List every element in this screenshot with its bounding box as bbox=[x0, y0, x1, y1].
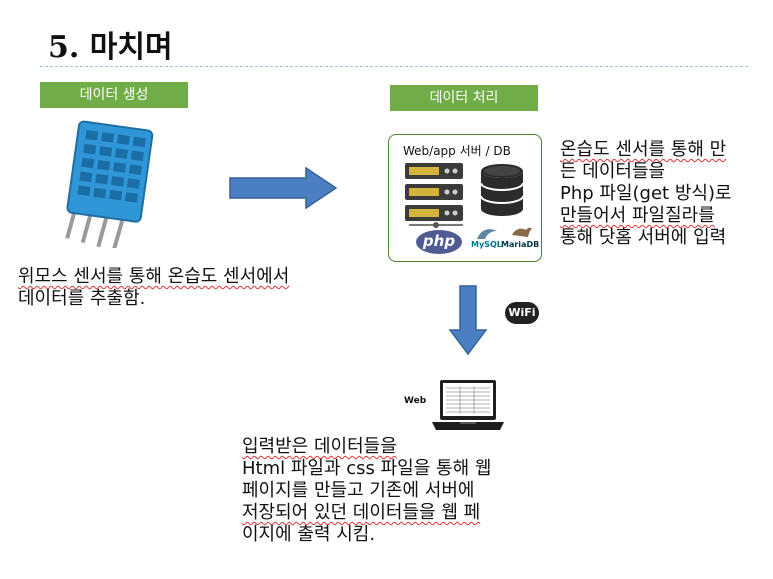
bottom-line-1: 입력받은 데이터들을 bbox=[242, 436, 397, 457]
network-line-icon bbox=[409, 222, 463, 228]
php-logo-icon bbox=[416, 230, 462, 254]
laptop-icon bbox=[432, 380, 504, 430]
humidity-sensor-icon bbox=[65, 120, 154, 248]
right-line-2: 든 데이터들을 bbox=[560, 161, 666, 182]
bottom-line-2: Html 파일과 css 파일을 통해 웹 bbox=[242, 458, 492, 479]
mysql-dolphin-icon bbox=[477, 229, 497, 239]
left-description: 위모스 센서를 통해 온습도 센서에서 데이터를 추출함. bbox=[18, 266, 289, 310]
mariadb-logo-text: MariaDB bbox=[501, 240, 540, 249]
server-rack-icon bbox=[405, 163, 463, 221]
bottom-line-3: 페이지를 만들고 기존에 서버에 bbox=[242, 480, 475, 501]
title-divider bbox=[40, 66, 748, 67]
label-data-generate: 데이터 생성 bbox=[40, 82, 188, 108]
right-line-1: 온습도 센서를 통해 만 bbox=[560, 139, 727, 160]
label-data-process: 데이터 처리 bbox=[390, 85, 538, 111]
bottom-description: 입력받은 데이터들을 Html 파일과 css 파일을 통해 웹 페이지를 만들… bbox=[242, 436, 491, 546]
database-icon bbox=[480, 164, 524, 216]
mysql-logo-text: MySQL bbox=[471, 240, 502, 249]
server-box: Web/app 서버 / DB php MySQL MariaDB bbox=[388, 134, 542, 262]
server-caption: Web/app 서버 / DB bbox=[403, 144, 511, 158]
page-title: 5. 마치며 bbox=[48, 30, 173, 65]
left-line-2: 데이터를 추출함. bbox=[18, 288, 146, 309]
bottom-line-4: 저장되어 있던 데이터들을 웹 페 bbox=[242, 502, 481, 523]
right-line-5: 통해 닷홈 서버에 입력 bbox=[560, 227, 727, 248]
right-line-4: 만들어서 파일질라를 bbox=[560, 205, 715, 226]
left-line-1: 위모스 센서를 통해 온습도 센서에서 bbox=[18, 266, 290, 287]
php-logo-text: php bbox=[422, 232, 456, 250]
right-line-3: Php 파일(get 방식)로 bbox=[560, 183, 732, 204]
wifi-icon bbox=[505, 302, 539, 324]
down-arrow-icon bbox=[448, 285, 488, 356]
web-label: Web bbox=[404, 396, 427, 406]
right-arrow-icon bbox=[229, 166, 338, 210]
mariadb-seal-icon bbox=[512, 227, 532, 237]
right-description: 온습도 센서를 통해 만 든 데이터들을 Php 파일(get 방식)로 만들어… bbox=[560, 139, 732, 249]
wifi-badge-text: WiFi bbox=[508, 306, 536, 319]
bottom-line-5: 이지에 출력 시킴. bbox=[242, 524, 376, 545]
